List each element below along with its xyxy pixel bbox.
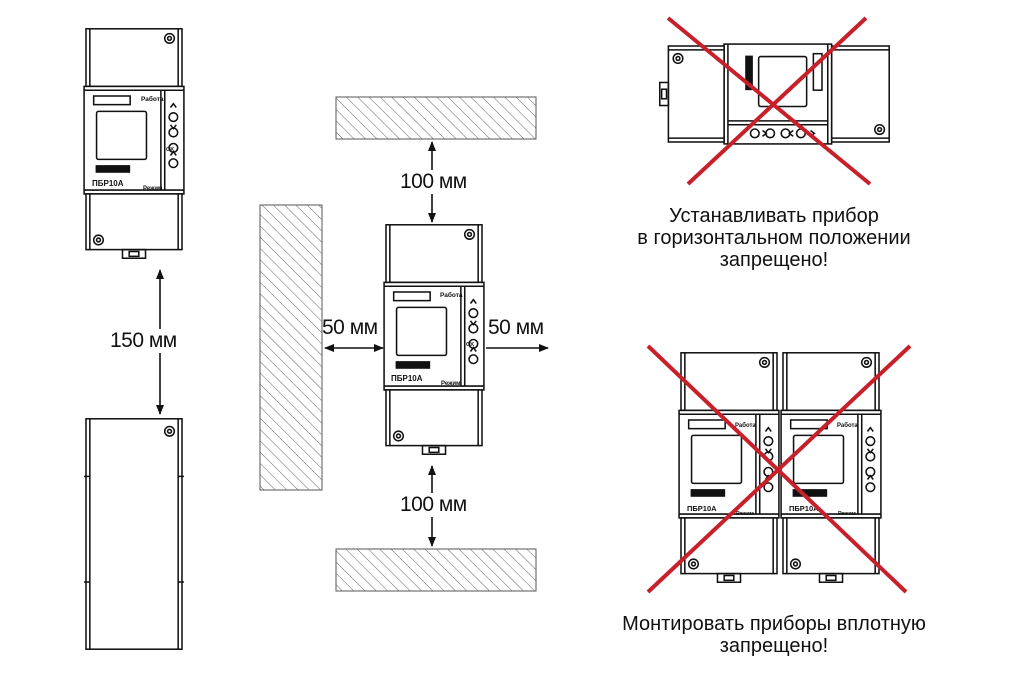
adjacent-right-model: ПБР10А — [789, 504, 819, 513]
adjacent-warning: Монтировать приборы вплотную запрещено! — [604, 613, 944, 657]
adjacent-left-model: ПБР10А — [687, 504, 717, 513]
right-clearance-label: 50 мм — [488, 316, 544, 339]
left-bottom-enclosure — [83, 418, 185, 650]
horizontal-cross-line-2 — [686, 16, 868, 186]
left-clearance-label: 50 мм — [322, 316, 378, 339]
left-top-device — [83, 28, 185, 260]
adjacent-right-status: Работа — [837, 422, 858, 429]
adjacent-warning-line-2: запрещено! — [719, 635, 829, 657]
horizontal-cross-line-1 — [666, 16, 872, 186]
bottom-clearance-label: 100 мм — [398, 493, 469, 517]
left-wall — [259, 204, 323, 491]
adjacent-right-mode: Режим — [838, 511, 856, 517]
center-device-status: Работа — [440, 291, 463, 299]
horizontal-warning: Устанавливать прибор в горизонтальном по… — [604, 205, 944, 271]
center-device-ok: OK — [466, 342, 474, 348]
adjacent-warning-line-1: Монтировать приборы вплотную — [622, 613, 926, 635]
horizontal-warning-line-2: в горизонтальном положении — [637, 227, 911, 249]
left-device-status: Работа — [141, 95, 164, 103]
adjacent-left-status: Работа — [735, 422, 756, 429]
left-device-mode: Режим — [143, 186, 163, 192]
top-wall — [335, 96, 537, 140]
top-clearance-label: 100 мм — [398, 170, 469, 194]
vertical-gap-label: 150 мм — [108, 329, 179, 353]
left-device-model: ПБР10А — [92, 179, 124, 188]
center-device — [383, 224, 485, 456]
left-device-ok: OK — [166, 147, 174, 153]
horizontal-warning-line-1: Устанавливать прибор — [669, 205, 879, 227]
horizontal-warning-line-3: запрещено! — [719, 249, 829, 271]
bottom-wall — [335, 548, 537, 592]
center-device-model: ПБР10А — [391, 374, 423, 383]
center-device-mode: Режим — [441, 381, 461, 387]
adjacent-left-mode: Режим — [736, 511, 754, 517]
adjacent-cross-line-2 — [646, 344, 912, 594]
horizontal-device — [658, 43, 890, 145]
